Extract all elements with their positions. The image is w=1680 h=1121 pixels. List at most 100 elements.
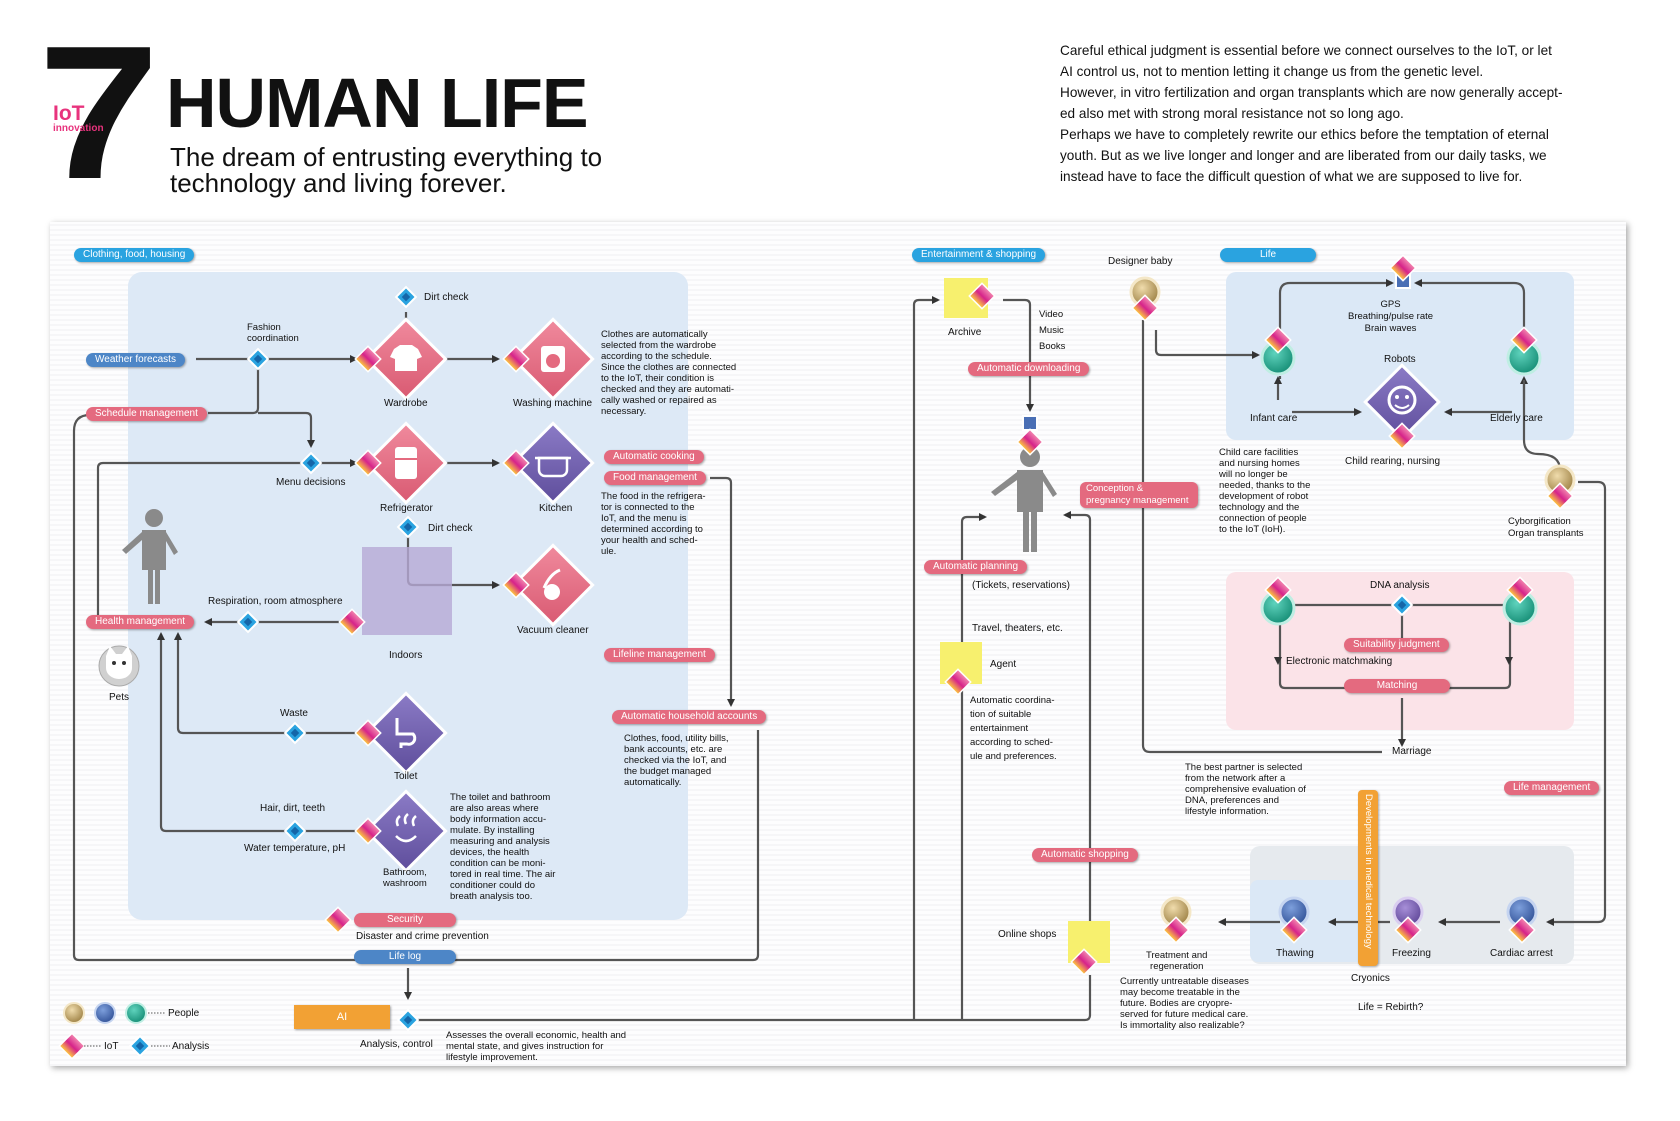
person-figure-center: [991, 447, 1057, 552]
vacuum-cleaner-icon: [511, 543, 595, 627]
legend-people-blue: [94, 1002, 116, 1024]
pill-conception-line1: Conception &: [1086, 483, 1144, 494]
label-indoors: Indoors: [389, 650, 423, 661]
iot-badge-sub: innovation: [53, 123, 104, 134]
analysis-node: [247, 348, 269, 370]
label-gps: GPS Breathing/pulse rate Brain waves: [1348, 299, 1434, 334]
robots-icon: [1363, 363, 1441, 441]
analysis-node: [300, 452, 322, 474]
pill-conception-line2: pregnancy management: [1086, 495, 1189, 506]
paragraph-partner: The best partner is selected from the ne…: [1185, 762, 1306, 817]
section-housing: Clothing, food, housing: [74, 248, 195, 262]
label-travel: Travel, theaters, etc.: [972, 623, 1063, 634]
label-infant-care: Infant care: [1250, 413, 1298, 424]
toilet-icon: [364, 691, 448, 775]
label-bathroom: Bathroom, washroom: [383, 867, 427, 889]
page-subtitle: The dream of entrusting everything to te…: [170, 144, 602, 196]
iot-badge-title: IoT: [53, 102, 85, 125]
iot-node: [1389, 254, 1417, 282]
label-washing-machine: Washing machine: [513, 398, 593, 409]
intro-line: Careful ethical judgment is essential be…: [1060, 43, 1552, 58]
subtitle-line-1: The dream of entrusting everything to: [170, 142, 603, 172]
paragraph-household: Clothes, food, utility bills, bank accou…: [624, 733, 729, 788]
iot-badge: IoT innovation: [53, 102, 104, 134]
analysis-node: [397, 1009, 419, 1031]
kitchen-icon: [511, 421, 595, 505]
intro-line: However, in vitro fertilization and orga…: [1060, 85, 1563, 100]
analysis-node: [397, 516, 419, 538]
legend-iot-label: IoT: [104, 1041, 119, 1052]
section-life: Life: [1220, 248, 1316, 262]
legend: [58, 1002, 170, 1060]
label-elderly-care: Elderly care: [1490, 413, 1543, 424]
label-hair-dirt-teeth: Hair, dirt, teeth: [260, 803, 326, 814]
label-water-temperature: Water temperature, pH: [244, 843, 346, 854]
medical-tech-bar: Developments in medical technology: [1358, 790, 1378, 966]
iot-node: [324, 906, 352, 934]
label-designer-baby: Designer baby: [1108, 256, 1173, 267]
wardrobe-icon: [364, 317, 448, 401]
legend-iot: [58, 1032, 86, 1060]
pill-household-accounts: Automatic household accounts: [612, 710, 767, 724]
pet-cat-icon: [98, 645, 140, 687]
legend-people-label: People: [168, 1008, 200, 1019]
page-title: HUMAN LIFE: [166, 64, 589, 142]
paragraph-toilet: The toilet and bathroom are also areas w…: [450, 792, 556, 902]
label-cyborgification: Cyborgification Organ transplants: [1508, 516, 1584, 539]
label-fashion-coordination: Fashion coordination: [247, 322, 299, 344]
paragraph-childcare: Child care facilities and nursing homes …: [1219, 447, 1311, 535]
label-dirt-check-2: Dirt check: [428, 523, 473, 534]
subtitle-line-2: technology and living forever.: [170, 168, 507, 198]
bathroom-icon: [364, 789, 448, 873]
pill-lifeline-management: Lifeline management: [604, 648, 715, 662]
pill-suitability-judgment: Suitability judgment: [1344, 638, 1449, 652]
paragraph-agent: Automatic coordina- tion of suitable ent…: [970, 695, 1057, 762]
pill-matching: Matching: [1344, 679, 1450, 693]
center-node-square: [1022, 415, 1038, 431]
label-dna-analysis: DNA analysis: [1370, 580, 1430, 591]
section-entertainment: Entertainment & shopping: [912, 248, 1046, 262]
paragraph-ai: Assesses the overall economic, health an…: [446, 1030, 627, 1063]
analysis-node: [237, 611, 259, 633]
intro-text: Careful ethical judgment is essential be…: [1060, 40, 1638, 187]
label-vacuum-cleaner: Vacuum cleaner: [517, 625, 589, 636]
label-cryonics: Cryonics: [1351, 973, 1390, 984]
label-pets: Pets: [109, 692, 130, 703]
intro-line: ed also met with strong moral resistance…: [1060, 106, 1404, 121]
intro-line: youth. But as we live longer and longer …: [1060, 148, 1547, 163]
label-toilet: Toilet: [394, 771, 418, 782]
paragraph-cryo: Currently untreatable diseases may becom…: [1120, 976, 1249, 1031]
label-marriage: Marriage: [1392, 746, 1432, 757]
intro-line: Perhaps we have to completely rewrite ou…: [1060, 127, 1549, 142]
pill-automatic-cooking: Automatic cooking: [604, 450, 704, 464]
label-wardrobe: Wardrobe: [384, 398, 428, 409]
label-kitchen: Kitchen: [539, 503, 573, 514]
label-electronic-matchmaking: Electronic matchmaking: [1286, 656, 1393, 667]
pill-schedule-management: Schedule management: [86, 407, 207, 421]
analysis-node: [395, 286, 417, 308]
label-analysis-control: Analysis, control: [360, 1039, 433, 1050]
pill-automatic-planning: Automatic planning: [924, 560, 1028, 574]
label-thawing: Thawing: [1276, 948, 1314, 959]
label-waste: Waste: [280, 708, 308, 719]
ai-box: AI: [294, 1005, 390, 1029]
pill-food-management: Food management: [604, 471, 706, 485]
analysis-node: [284, 820, 306, 842]
intro-line: instead have to face the difficult quest…: [1060, 169, 1523, 184]
label-cardiac-arrest: Cardiac arrest: [1490, 948, 1553, 959]
label-dirt-check-1: Dirt check: [424, 292, 469, 303]
legend-analysis-label: Analysis: [172, 1041, 210, 1052]
label-menu-decisions: Menu decisions: [276, 477, 346, 488]
label-disaster-prevention: Disaster and crime prevention: [356, 931, 489, 942]
label-online-shops: Online shops: [998, 929, 1057, 940]
label-respiration: Respiration, room atmosphere: [208, 596, 343, 607]
pill-life-management: Life management: [1504, 781, 1600, 795]
paragraph-clothes: Clothes are automatically selected from …: [601, 329, 737, 417]
pill-conception: Conception & pregnancy management: [1080, 482, 1198, 508]
washing-machine-icon: [511, 317, 595, 401]
label-refrigerator: Refrigerator: [380, 503, 433, 514]
person-figure-left: [122, 509, 178, 604]
label-child-rearing: Child rearing, nursing: [1345, 456, 1441, 467]
